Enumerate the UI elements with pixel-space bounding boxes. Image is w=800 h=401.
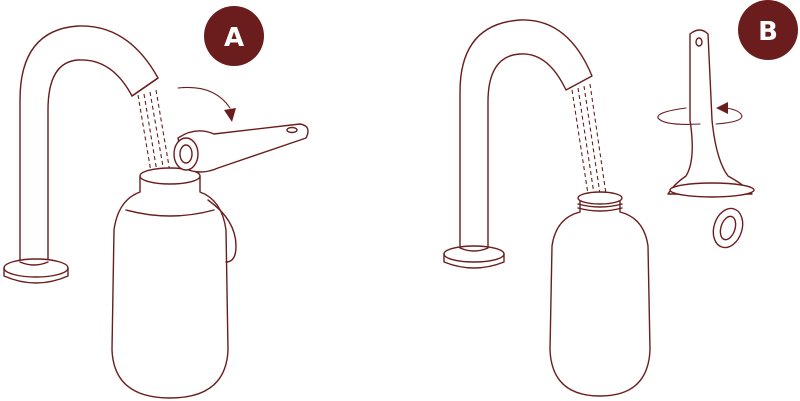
badge-a: A <box>204 6 264 66</box>
panel-b: B <box>443 0 798 397</box>
rotation-arrow-icon <box>657 102 743 125</box>
water-stream-b-icon <box>571 83 607 195</box>
curved-arrow-icon <box>177 86 236 122</box>
nozzle-wrench-a-icon <box>173 123 309 173</box>
badge-b: B <box>738 0 798 60</box>
faucet-a-icon <box>3 25 159 284</box>
badge-a-label: A <box>224 23 244 53</box>
badge-b-label: B <box>758 17 778 47</box>
panel-a: A <box>3 6 309 399</box>
faucet-b-icon <box>443 19 593 269</box>
nozzle-b-icon <box>667 29 755 249</box>
bottle-a-icon <box>111 167 237 399</box>
water-stream-a-icon <box>137 89 172 179</box>
bottle-b-icon <box>549 191 651 397</box>
